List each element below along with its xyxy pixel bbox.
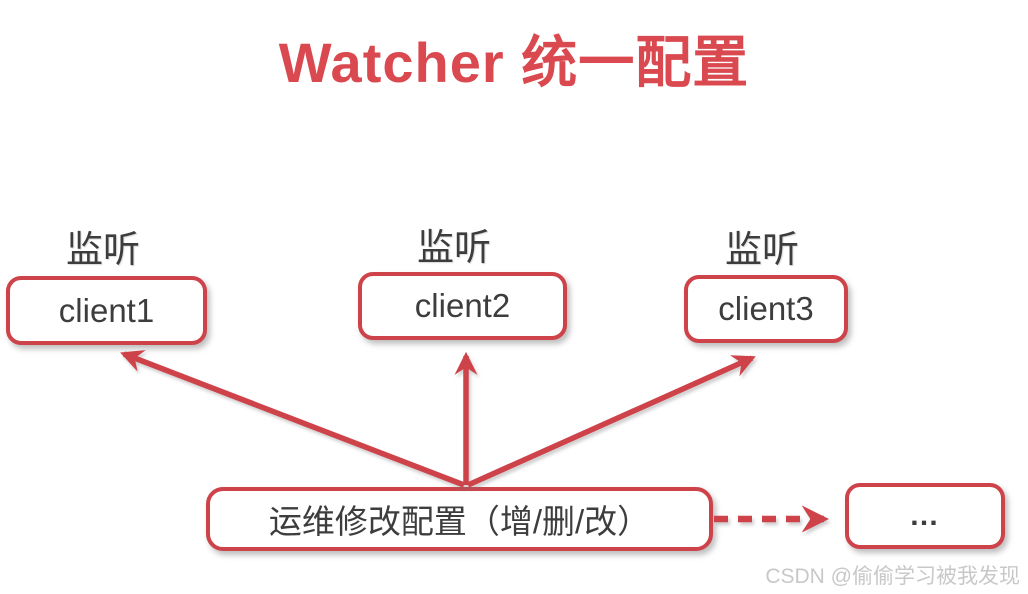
diagram-title: Watcher 统一配置 (278, 31, 750, 94)
csdn-watermark: CSDN @偷偷学习被我发现 (765, 565, 1020, 588)
ops-config-node: 运维修改配置（增/删/改） (206, 487, 713, 551)
more-clients-node: … (845, 483, 1005, 549)
client2-label: client2 (414, 287, 511, 324)
ops-config-label: 运维修改配置（增/删/改） (268, 503, 651, 540)
listen-label-client3: 监听 (725, 229, 799, 270)
client3-node: client3 (684, 275, 848, 343)
client3-label: client3 (718, 290, 814, 327)
arrow-to-client3 (466, 355, 756, 488)
listen-label-client2: 监听 (417, 227, 491, 268)
client1-node: client1 (6, 276, 207, 345)
client1-label: client1 (58, 291, 155, 329)
listen-label-client1: 监听 (66, 229, 140, 270)
more-clients-label: … (909, 499, 941, 532)
client2-node: client2 (358, 272, 567, 340)
arrow-to-client1 (120, 350, 465, 488)
